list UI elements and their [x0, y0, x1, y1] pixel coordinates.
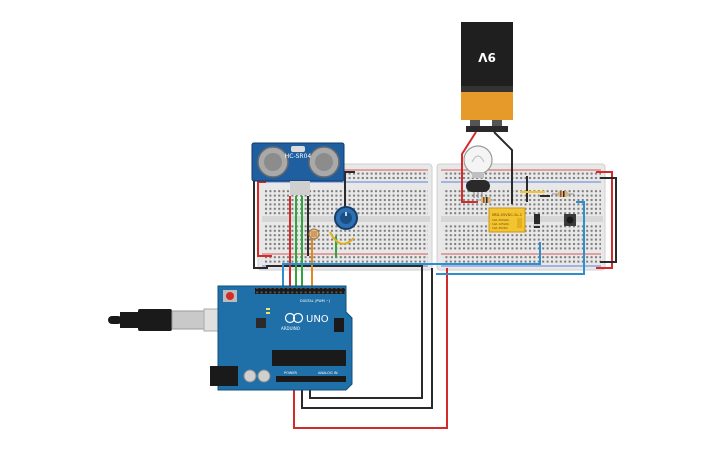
- wire-black-battery: [493, 131, 513, 204]
- wire-black-left-rail: [253, 172, 268, 269]
- wire-black-bottom-2: [266, 265, 423, 399]
- photoresistor[interactable]: [308, 228, 320, 240]
- resistor-transistor[interactable]: [476, 197, 496, 203]
- battery-9v[interactable]: 9V: [461, 22, 513, 132]
- resistor-button[interactable]: [552, 191, 574, 197]
- sensor-label: HC-SR04: [285, 153, 312, 160]
- usb-cable[interactable]: [108, 308, 223, 332]
- wire-red-right-rail: [596, 171, 613, 269]
- wire-blue-signal: [282, 242, 541, 293]
- arduino-brand: ARDUINO: [281, 326, 300, 331]
- push-button[interactable]: [564, 214, 576, 226]
- wire-red-battery: [461, 131, 478, 203]
- wire-black-bottom-1: [301, 268, 433, 409]
- wire-red-left-rail: [257, 181, 272, 257]
- potentiometer[interactable]: [329, 206, 358, 245]
- wire-red-bottom: [293, 268, 448, 429]
- relay-line-3: 10A 30VDC: [492, 226, 508, 230]
- digital-label: DIGITAL (PWM ~): [300, 299, 331, 303]
- relay-label: SRD-05VDC-SL-C: [492, 213, 523, 217]
- relay-line-1: 10A 250VAC: [492, 218, 509, 222]
- relay-line-2: 10A 125VAC: [492, 222, 509, 226]
- analog-label: ANALOG IN: [318, 371, 338, 375]
- light-bulb[interactable]: [463, 145, 493, 178]
- arduino-model: UNO: [306, 314, 329, 325]
- wires: [253, 131, 617, 429]
- wire-blue-button: [436, 201, 585, 275]
- battery-label: 9V: [477, 50, 495, 64]
- relay-module[interactable]: SRD-05VDC-SL-C 10A 250VAC 10A 125VAC 10A…: [488, 207, 526, 233]
- ultrasonic-sensor[interactable]: HC-SR04: [251, 142, 345, 195]
- power-label: POWER: [284, 371, 298, 375]
- transistor[interactable]: [466, 180, 490, 198]
- wire-black-right-rail: [600, 177, 617, 263]
- arduino-uno[interactable]: UNO ARDUINO DIGITAL (PWM ~) POWER ANALOG…: [210, 285, 353, 391]
- wire-black-pot: [344, 171, 355, 218]
- diode[interactable]: [534, 214, 540, 228]
